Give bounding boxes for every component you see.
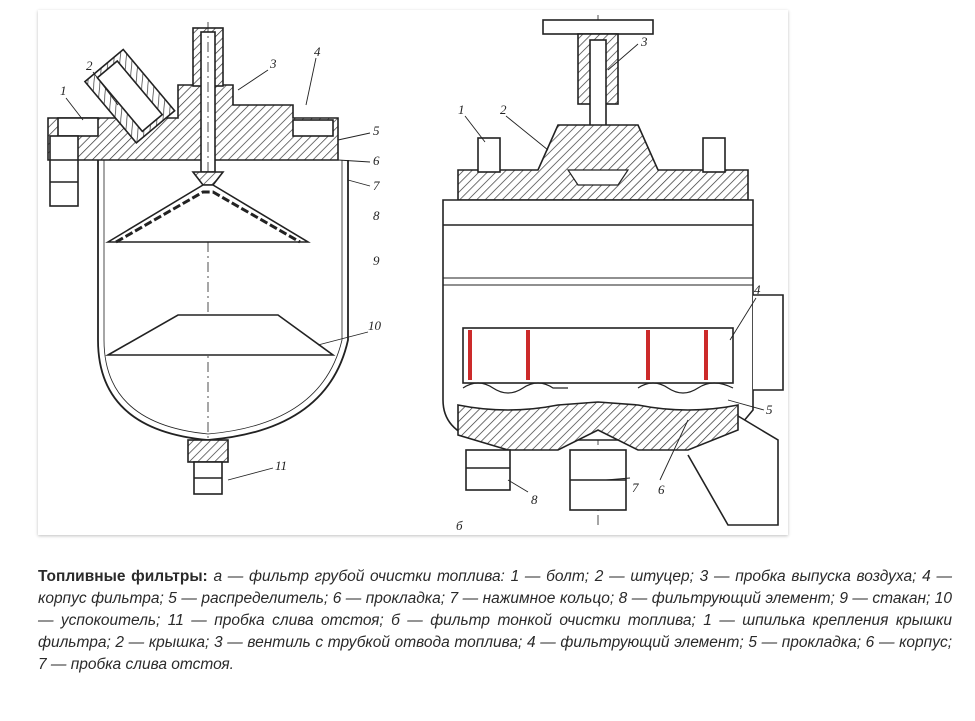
left-label-4: 4 [314,44,321,59]
caption-title: Топливные фильтры: [38,568,208,585]
figure-caption: Топливные фильтры: а — фильтр грубой очи… [38,566,952,676]
fine-filter-drawing [442,15,784,526]
right-label-2: 2 [500,102,507,117]
right-label-5: 5 [766,402,773,417]
left-label-3: 3 [269,56,277,71]
right-drawing-letter: б [456,518,463,533]
filter-drawings: 1 2 3 4 5 6 7 8 9 10 11 [47,15,784,533]
right-label-8: 8 [531,492,538,507]
right-label-3: 3 [640,34,648,49]
right-label-4: 4 [754,282,761,297]
right-label-1: 1 [458,102,465,117]
filter-element-plates [468,330,708,380]
left-label-9: 9 [373,253,380,268]
coarse-filter-drawing [47,22,371,495]
caption-text: а — фильтр грубой очистки топлива: 1 — б… [38,568,952,673]
left-label-6: 6 [373,153,380,168]
left-label-2: 2 [86,58,93,73]
left-label-11: 11 [275,458,287,473]
left-label-10: 10 [368,318,382,333]
left-label-8: 8 [373,208,380,223]
coarse-filter-labels: 1 2 3 4 5 6 7 8 9 10 11 [60,44,382,473]
right-label-7: 7 [632,480,639,495]
left-label-5: 5 [373,123,380,138]
left-label-1: 1 [60,83,67,98]
technical-drawing: 1 2 3 4 5 6 7 8 9 10 11 [38,10,788,535]
right-label-6: 6 [658,482,665,497]
left-label-7: 7 [373,178,380,193]
fine-filter-labels: 1 2 3 4 5 6 7 8 б [456,34,773,533]
